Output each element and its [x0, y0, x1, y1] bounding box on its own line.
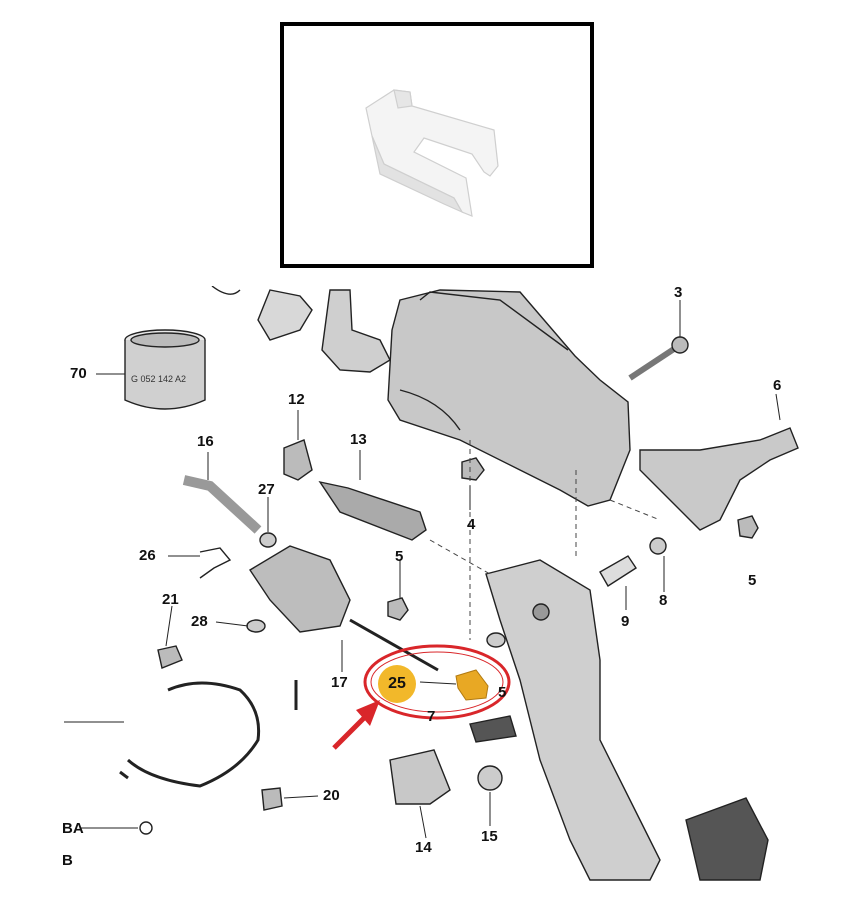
callout-8: 8 — [659, 592, 668, 609]
callout-7: 7 — [427, 708, 436, 725]
clutch-pedal-exploded-diagram — [64, 286, 799, 881]
callout-B: B — [62, 852, 73, 869]
callout-5b: 5 — [748, 572, 757, 589]
callout-15: 15 — [481, 828, 498, 845]
callout-16: 16 — [197, 433, 214, 450]
callout-6: 6 — [773, 377, 782, 394]
callout-13: 13 — [350, 431, 367, 448]
callout-12: 12 — [288, 391, 305, 408]
inset-part-box — [280, 22, 594, 268]
callout-3: 3 — [674, 284, 683, 301]
callout-17: 17 — [331, 674, 348, 691]
part-70-marking: G 052 142 A2 — [131, 374, 187, 384]
callout-25: 25 — [388, 675, 406, 692]
callout-5a: 5 — [395, 548, 404, 565]
retaining-clip-icon — [365, 89, 499, 217]
highlight-arrow-head — [356, 700, 380, 726]
callout-20: 20 — [323, 787, 340, 804]
callout-28: 28 — [191, 613, 208, 630]
callout-9: 9 — [621, 613, 630, 630]
highlight-ellipse-inner — [370, 651, 504, 713]
callout-5c: 5 — [498, 684, 507, 701]
highlight-ellipse — [363, 644, 511, 720]
callout-14: 14 — [415, 839, 432, 856]
callout-27: 27 — [258, 481, 275, 498]
part-25-badge: 25 — [378, 665, 416, 703]
callout-70: 70 — [70, 365, 87, 382]
callout-BA: BA — [62, 820, 84, 837]
part-70-sleeve — [124, 329, 206, 410]
part-25-clip-highlight — [455, 669, 489, 701]
callout-26: 26 — [139, 547, 156, 564]
callout-21: 21 — [162, 591, 179, 608]
callout-4: 4 — [467, 516, 476, 533]
